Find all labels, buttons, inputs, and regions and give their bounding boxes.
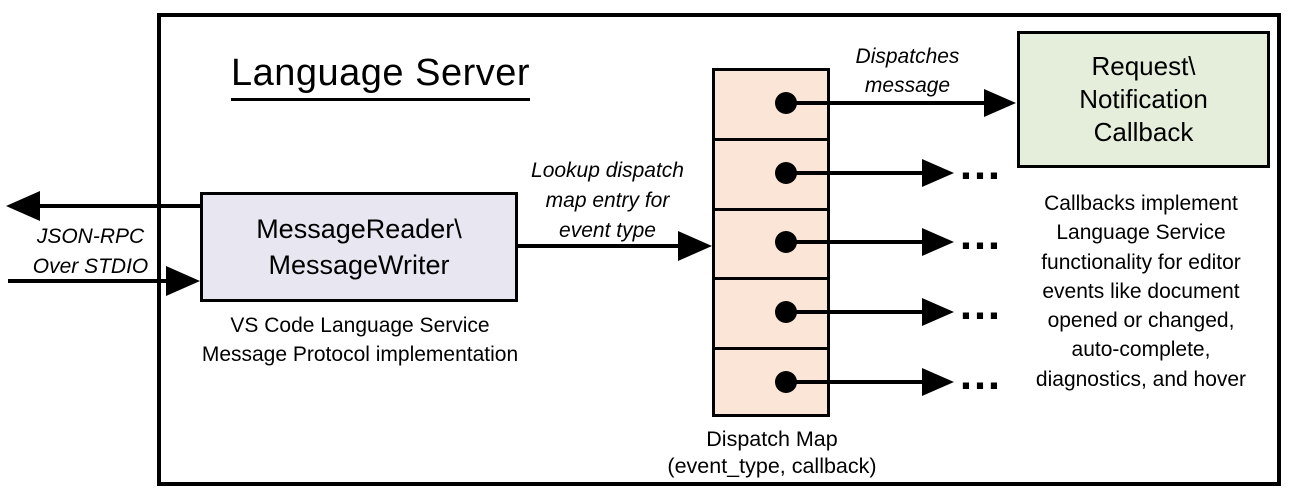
- dispatch-map-cell-divider: [715, 138, 827, 141]
- lookup-label-line-3: event type: [559, 219, 656, 242]
- dispatches-label-line-1: Dispatches: [855, 45, 960, 68]
- lookup-label-line-2: map entry for: [545, 189, 670, 212]
- diagram-title: Language Server: [231, 52, 531, 101]
- ellipsis-row-3: …: [958, 210, 1005, 259]
- request-notification-callback-box: Request\ Notification Callback: [1017, 31, 1270, 168]
- dispatch-map-cell-divider: [715, 277, 827, 280]
- callbacks-note-line: events like document: [1042, 279, 1240, 303]
- lookup-dispatch-label: Lookup dispatch map entry for event type: [510, 156, 705, 246]
- message-reader-caption: VS Code Language Service Message Protoco…: [180, 311, 540, 369]
- lookup-label-line-1: Lookup dispatch: [531, 159, 684, 182]
- json-rpc-stdio-label: JSON-RPC Over STDIO: [18, 222, 163, 282]
- ellipsis-row-4: …: [958, 280, 1005, 329]
- dispatch-map-caption-line-1: Dispatch Map: [706, 427, 838, 451]
- dispatches-message-label: Dispatches message: [835, 42, 980, 100]
- callbacks-note-line: Callbacks implement: [1044, 192, 1238, 215]
- callbacks-note-line: Language Service: [1056, 221, 1226, 245]
- stdio-label-line-1: JSON-RPC: [36, 225, 145, 248]
- dispatches-label-line-2: message: [864, 74, 951, 97]
- callbacks-note-line: diagnostics, and hover: [1035, 367, 1247, 391]
- dispatch-map-caption: Dispatch Map (event_type, callback): [637, 426, 907, 480]
- callback-box-line-3: Callback: [1093, 117, 1194, 147]
- dispatch-map-cell-divider: [715, 347, 827, 350]
- callback-box-line-2: Notification: [1079, 84, 1208, 114]
- caption-line-1: VS Code Language Service: [230, 314, 490, 337]
- dispatch-map: [712, 68, 830, 417]
- message-reader-writer-box: MessageReader\ MessageWriter: [200, 192, 518, 302]
- caption-line-2: Message Protocol implementation: [201, 343, 519, 366]
- dispatch-map-caption-line-2: (event_type, callback): [667, 454, 877, 478]
- dispatch-map-cell-divider: [715, 208, 827, 211]
- callbacks-note-line: opened or changed,: [1047, 309, 1235, 333]
- message-reader-label: MessageReader\: [256, 214, 462, 244]
- ellipsis-row-5: …: [958, 350, 1005, 399]
- callbacks-note: Callbacks implement Language Service fun…: [998, 189, 1284, 394]
- callback-box-line-1: Request\: [1091, 51, 1196, 81]
- ellipsis-row-2: …: [958, 140, 1005, 189]
- callbacks-note-line: functionality for editor: [1041, 250, 1241, 274]
- callbacks-note-line: auto-complete,: [1071, 338, 1211, 362]
- stdio-label-line-2: Over STDIO: [32, 255, 149, 278]
- message-writer-label: MessageWriter: [268, 250, 450, 280]
- stdio-out-arrowhead-icon: [6, 191, 40, 221]
